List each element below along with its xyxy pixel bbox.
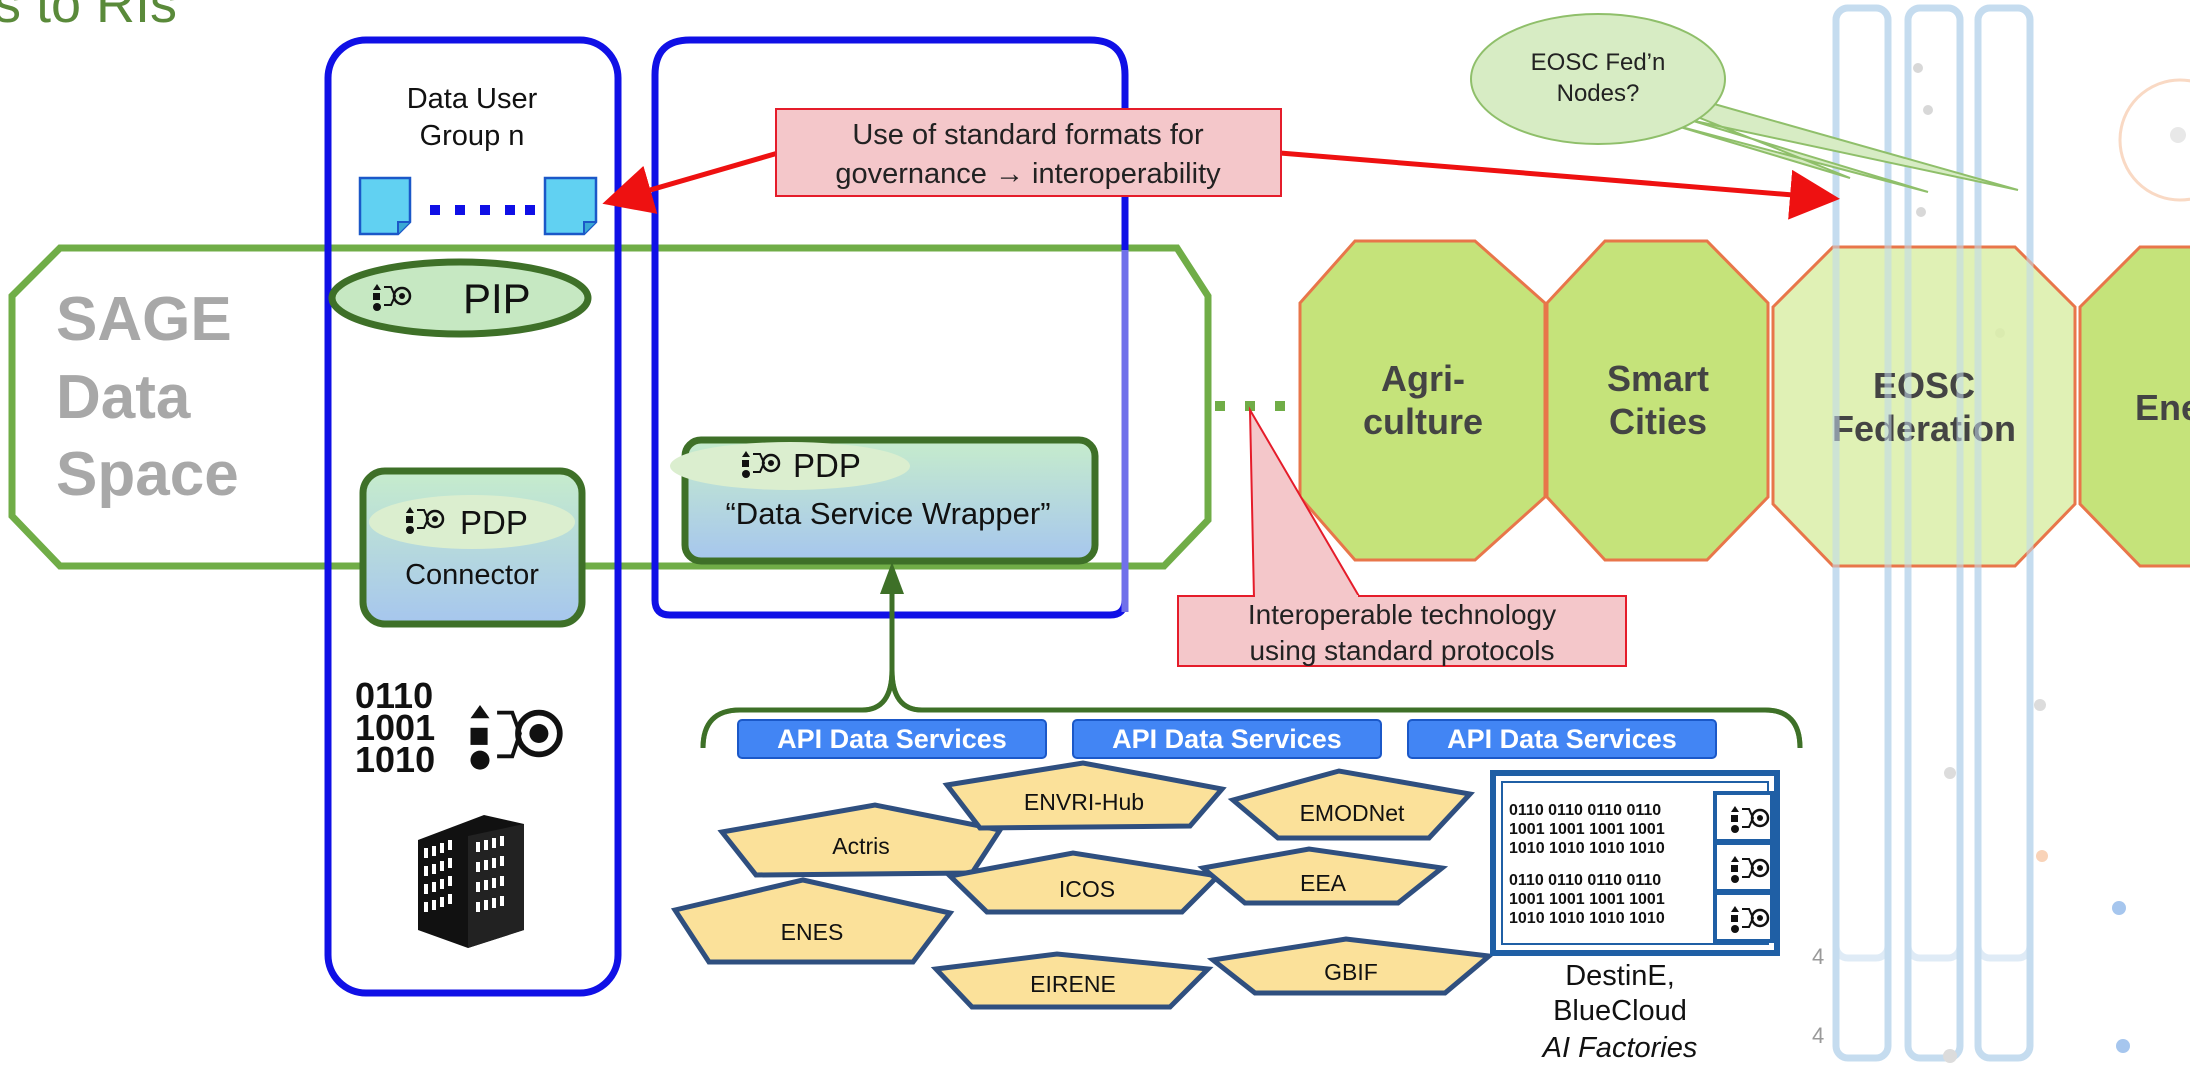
connector-label: Connector — [405, 559, 539, 591]
pip-ellipse — [328, 258, 592, 338]
api-services-label-1: API Data Services — [777, 724, 1007, 754]
api-services-box-2 — [1072, 719, 1382, 759]
infrastructure-label-eirene: EIRENE — [1030, 971, 1116, 997]
infrastructure-enes — [670, 877, 955, 965]
interop-callout-line1: Interoperable technology — [1248, 599, 1556, 630]
binary-row-2: 1001 — [355, 707, 435, 748]
space-link-dots — [1215, 401, 1285, 411]
infrastructure-gbif — [1206, 936, 1496, 996]
red-arrow-icon — [602, 150, 779, 214]
data-space-eosc-federation — [1771, 245, 2077, 568]
factory-label-line2: BlueCloud — [1553, 995, 1687, 1027]
data-space-octagons — [1298, 239, 2190, 568]
factory-binary-row-4: 0110 0110 0110 0110 — [1509, 872, 1661, 889]
page-number-upper: 4 — [1812, 944, 1824, 969]
page-number-lower: 4 — [1812, 1023, 1824, 1048]
data-user-group-frame — [324, 36, 622, 997]
infrastructure-eirene — [930, 951, 1214, 1010]
factory-binary-row-3: 1010 1010 1010 1010 — [1509, 840, 1665, 857]
factory-binary-row-2: 1001 1001 1001 1001 — [1509, 821, 1665, 838]
binary-row-3: 1010 — [355, 739, 435, 780]
sage-label-line2: Data — [56, 363, 191, 432]
governance-callout-line2: governance → interoperability — [835, 158, 1221, 190]
user-group-title-line1: Data User — [407, 83, 538, 115]
eosc-nodes-bubble-tail — [1669, 98, 2019, 193]
infrastructure-actris — [717, 802, 1005, 878]
wrapper-pdp-label: PDP — [793, 447, 861, 484]
document-ellipsis — [430, 205, 535, 215]
infrastructure-envri-hub — [942, 760, 1227, 831]
binary-data-icon: 0110 1001 1010 — [355, 675, 435, 780]
eosc-nodes-line1: EOSC Fed’n — [1531, 49, 1666, 76]
interop-callout-line2: using standard protocols — [1249, 635, 1554, 666]
infrastructure-label-actris: Actris — [832, 833, 890, 859]
infrastructure-eea — [1197, 846, 1449, 906]
infrastructure-label-icos: ICOS — [1059, 876, 1115, 902]
infrastructure-label-envri-hub: ENVRI-Hub — [1024, 789, 1144, 815]
infrastructure-label-gbif: GBIF — [1324, 959, 1378, 985]
factory-binary-row-6: 1010 1010 1010 1010 — [1509, 910, 1665, 927]
slide-title-fragment: s to RIs — [0, 0, 177, 34]
sage-data-space-label: SAGE Data Space — [56, 285, 239, 509]
governance-callout-line1: Use of standard formats for — [852, 119, 1204, 151]
api-services-box-1 — [737, 719, 1047, 759]
sage-label-line1: SAGE — [56, 285, 232, 354]
research-infrastructures — [670, 760, 1496, 1010]
red-arrow-icon-right — [1279, 150, 1840, 220]
governance-callout-box — [775, 108, 1282, 197]
server-rack-icon — [418, 815, 524, 948]
sage-label-line3: Space — [56, 440, 239, 509]
binary-row-1: 0110 — [355, 675, 433, 716]
api-services-label-3: API Data Services — [1447, 724, 1677, 754]
data-space-agriculture — [1298, 239, 1547, 562]
api-services-box-3 — [1407, 719, 1717, 759]
factory-label-line3: AI Factories — [1541, 1032, 1698, 1064]
document-icon — [358, 176, 412, 236]
infrastructure-label-enes: ENES — [781, 919, 844, 945]
policy-flow-gear-icon-large — [470, 705, 563, 770]
ai-factory-block: 0110 0110 0110 0110 1001 1001 1001 1001 … — [1490, 770, 1780, 956]
user-group-title: Data User Group n — [407, 83, 538, 152]
connector-pdp-label: PDP — [460, 504, 528, 541]
document-icon-2 — [543, 176, 598, 236]
wrapper-label: “Data Service Wrapper” — [725, 496, 1050, 531]
user-group-title-line2: Group n — [420, 120, 525, 152]
factory-label-line1: DestinE, — [1565, 960, 1675, 992]
smart-cities-label-line1: Smart — [1607, 358, 1709, 399]
interop-callout-box — [1177, 595, 1627, 667]
factory-binary-row-1: 0110 0110 0110 0110 — [1509, 802, 1661, 819]
smart-cities-label-line2: Cities — [1609, 401, 1707, 442]
factory-binary-row-5: 1001 1001 1001 1001 — [1509, 891, 1665, 908]
agriculture-label-line1: Agri- — [1381, 358, 1465, 399]
infrastructure-emodnet — [1227, 768, 1475, 841]
api-services-label-2: API Data Services — [1112, 724, 1342, 754]
pip-label: PIP — [463, 275, 531, 322]
sage-data-space-boundary — [8, 244, 1212, 570]
eosc-nodes-line2: Nodes? — [1557, 80, 1640, 107]
eosc-federation-label-line2: Federation — [1832, 408, 2016, 449]
agriculture-label-line2: culture — [1363, 401, 1483, 442]
infrastructure-label-eea: EEA — [1300, 870, 1347, 896]
eosc-nodes-bubble — [1470, 13, 1726, 145]
eosc-lanes-overlay — [1832, 4, 2034, 962]
energy-label-line1: Ene — [2135, 387, 2190, 428]
data-space-energy — [2078, 245, 2190, 568]
api-data-services-row: API Data Services API Data Services API … — [737, 719, 1717, 759]
infrastructure-icos — [944, 850, 1224, 915]
data-space-smart-cities — [1545, 239, 1770, 562]
infrastructure-label-emodnet: EMODNet — [1300, 800, 1405, 826]
